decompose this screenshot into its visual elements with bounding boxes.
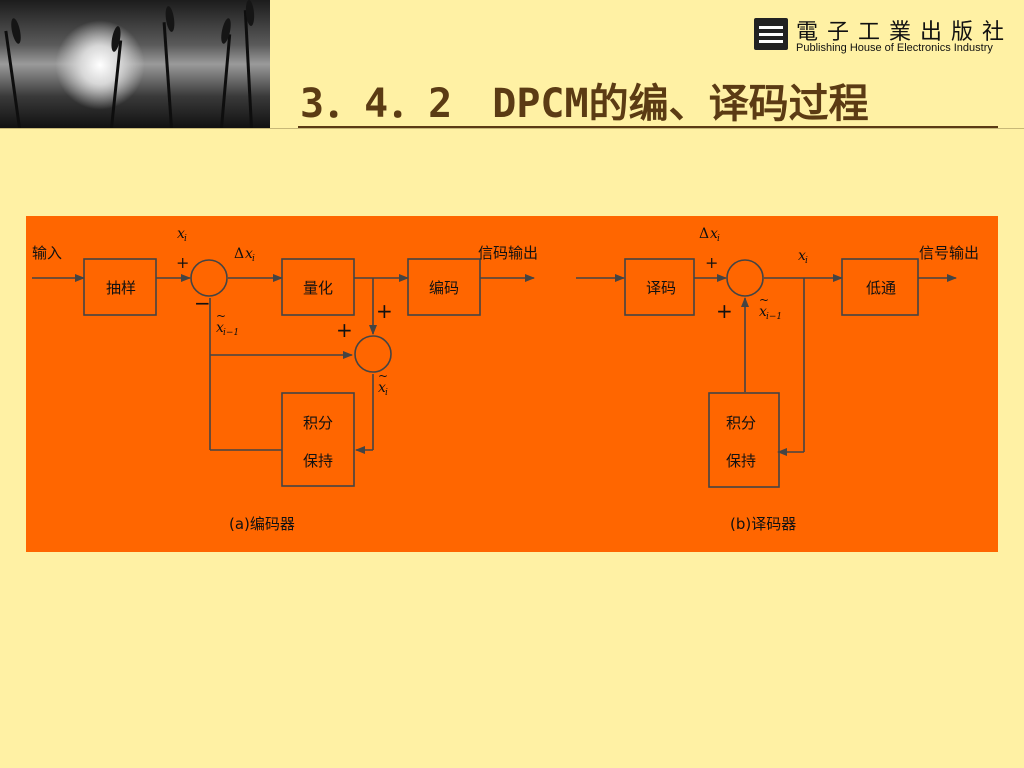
wheat-head xyxy=(9,17,23,45)
encoder-tilde-x-subscript: i xyxy=(385,388,388,398)
encoder-tilde-x-prev-subscript: i−1 xyxy=(223,328,239,338)
dpcm-diagram: 输入 抽样 量化 编码 信码输出 积分 保持 (a)编码器 译码 低通 信号输出… xyxy=(26,216,998,552)
encoder-integrator-label-1: 积分 xyxy=(303,414,333,432)
encoder-quantize-label: 量化 xyxy=(303,279,333,297)
decoder-output-label: 信号输出 xyxy=(919,244,979,262)
dpcm-diagram-svg: 输入 抽样 量化 编码 信码输出 积分 保持 (a)编码器 译码 低通 信号输出… xyxy=(32,226,979,533)
decoder-integrator-label-1: 积分 xyxy=(726,414,756,432)
decoder-tilde-x-prev-subscript: i−1 xyxy=(766,312,782,322)
decoder-caption: (b)译码器 xyxy=(730,515,796,533)
encoder-minus-sign: − xyxy=(194,291,211,315)
publisher-logo: 電子工業出版社 Publishing House of Electronics … xyxy=(754,14,1004,58)
publisher-name-cn: 電子工業出版社 xyxy=(796,20,1014,45)
encoder-sample-block xyxy=(83,258,157,316)
encoder-tilde-x-prev-tilde: ~ xyxy=(216,309,226,323)
encoder-integrator-block xyxy=(281,392,355,487)
encoder-sample-label: 抽样 xyxy=(106,279,136,297)
decoder-tilde-x-prev-tilde: ~ xyxy=(759,293,769,307)
encoder-plus-sign-top: + xyxy=(176,253,189,272)
decoder-integrator-block xyxy=(708,392,780,488)
encoder-adder-2 xyxy=(354,335,392,373)
encoder-caption: (a)编码器 xyxy=(229,515,295,533)
wheat-stalk xyxy=(220,34,232,128)
decoder-adder xyxy=(726,259,764,297)
decoder-plus-sign-top: + xyxy=(705,253,718,272)
encoder-xi-symbol: x xyxy=(177,226,185,242)
wheat-stalk xyxy=(162,22,173,128)
publisher-logo-icon xyxy=(754,18,788,50)
decoder-tilde-x-prev-symbol: x xyxy=(759,304,767,320)
decoder-lowpass-block xyxy=(841,258,919,316)
encoder-encode-label: 编码 xyxy=(429,279,459,297)
decoder-delta-x-symbol: x xyxy=(710,226,718,242)
decoder-lowpass-label: 低通 xyxy=(866,279,896,297)
sun-glow xyxy=(55,20,145,110)
encoder-tilde-x-symbol: x xyxy=(378,380,386,396)
decoder-integrator-label-2: 保持 xyxy=(726,452,756,470)
encoder-tilde-x-tilde: ~ xyxy=(378,369,388,383)
encoder-input-label: 输入 xyxy=(32,244,62,262)
title-underline xyxy=(298,126,998,129)
header-area: 電子工業出版社 Publishing House of Electronics … xyxy=(270,0,1024,128)
decoder-decode-block xyxy=(624,258,695,316)
encoder-encode-block xyxy=(407,258,481,316)
encoder-adder2-plus-top: + xyxy=(376,299,393,323)
encoder-tilde-x-prev-symbol: x xyxy=(216,320,224,336)
decoder-delta-x-subscript: i xyxy=(717,234,720,244)
encoder-integrator-label-2: 保持 xyxy=(303,452,333,470)
encoder-quantize-block xyxy=(281,258,355,316)
decoder-plus-sign-left: + xyxy=(716,299,733,323)
wheat-stalk xyxy=(243,10,253,128)
encoder-adder-1 xyxy=(190,259,228,297)
decoder-delta-symbol: Δ xyxy=(699,226,709,242)
encoder-delta-symbol: Δ xyxy=(234,246,244,262)
decoder-xi-symbol: x xyxy=(798,248,806,264)
encoder-output-label: 信码输出 xyxy=(478,244,538,262)
encoder-xi-subscript: i xyxy=(184,234,187,244)
header-photo xyxy=(0,0,270,128)
publisher-name-en: Publishing House of Electronics Industry xyxy=(796,42,993,54)
encoder-adder2-plus-left: + xyxy=(336,318,353,342)
encoder-delta-x-symbol: x xyxy=(245,246,253,262)
header-divider xyxy=(0,128,1024,129)
decoder-decode-label: 译码 xyxy=(646,279,676,297)
slide-title: 3．4．2 DPCM的编、译码过程 xyxy=(300,81,869,127)
decoder-xi-subscript: i xyxy=(805,256,808,266)
wheat-stalk xyxy=(4,30,21,128)
encoder-delta-x-subscript: i xyxy=(252,254,255,264)
